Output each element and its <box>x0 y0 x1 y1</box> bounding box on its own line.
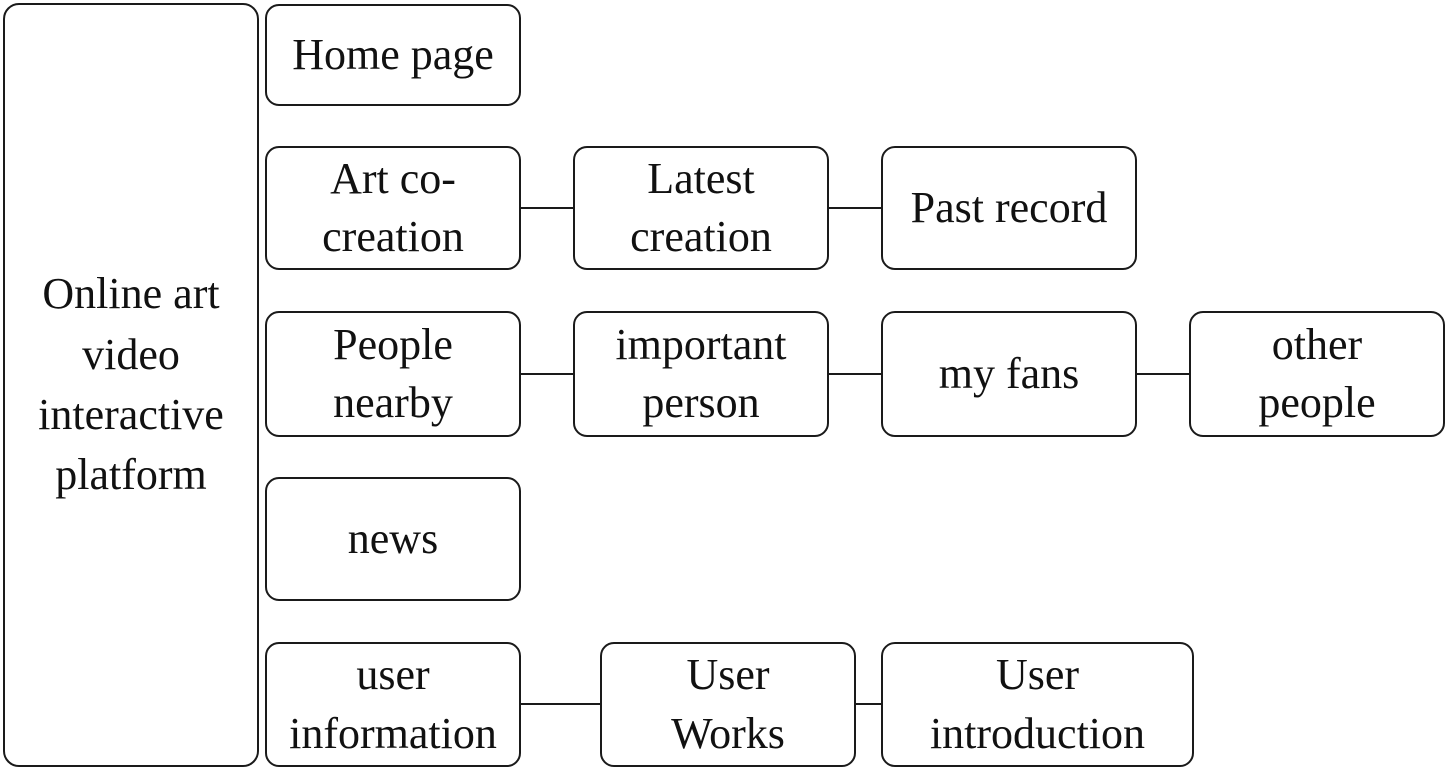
node-user-works-line-2: Works <box>671 708 785 758</box>
root-label-line-2: video <box>82 329 180 379</box>
node-other-people-line-1: other <box>1271 319 1363 369</box>
node-home-page-line-1: Home page <box>292 29 494 79</box>
node-people-nearby-label: People nearby <box>333 316 453 432</box>
node-user-information: user information <box>265 642 521 767</box>
node-my-fans-line-1: my fans <box>938 348 1080 398</box>
node-user-introduction: User introduction <box>881 642 1194 767</box>
node-home-page-label: Home page <box>292 26 494 84</box>
node-important-person-line-1: important <box>615 319 787 369</box>
node-latest-creation: Latest creation <box>573 146 829 270</box>
node-latest-creation-line-2: creation <box>630 212 772 261</box>
node-past-record-line-1: Past record <box>910 182 1108 232</box>
node-art-co-creation-label: Art co- creation <box>322 150 464 266</box>
node-user-works-line-1: User <box>686 650 770 700</box>
root-label-line-3: interactive <box>38 390 224 439</box>
root-node-platform: Online art video interactive platform <box>3 3 259 767</box>
node-user-works-label: User Works <box>671 646 785 762</box>
node-latest-creation-label: Latest creation <box>630 150 772 266</box>
node-news: news <box>265 477 521 601</box>
node-my-fans-label: my fans <box>939 345 1080 403</box>
node-other-people-line-2: people <box>1258 378 1376 427</box>
node-important-person-label: important person <box>615 316 786 432</box>
node-art-co-creation-line-2: creation <box>322 212 464 261</box>
node-news-line-1: news <box>347 513 439 563</box>
node-important-person-line-2: person <box>642 378 760 427</box>
node-past-record: Past record <box>881 146 1137 270</box>
node-my-fans: my fans <box>881 311 1137 437</box>
node-latest-creation-line-1: Latest <box>647 153 755 203</box>
node-user-information-line-2: information <box>289 708 497 758</box>
node-past-record-label: Past record <box>911 179 1108 237</box>
node-user-introduction-label: User introduction <box>930 646 1145 762</box>
node-other-people-label: other people <box>1258 316 1375 432</box>
node-user-information-line-1: user <box>356 650 430 700</box>
node-user-introduction-line-1: User <box>995 650 1080 700</box>
root-label-line-4: platform <box>55 450 207 500</box>
root-node-label: Online art video interactive platform <box>38 264 224 505</box>
node-user-works: User Works <box>600 642 856 767</box>
node-home-page: Home page <box>265 4 521 106</box>
node-art-co-creation: Art co- creation <box>265 146 521 270</box>
node-people-nearby-line-2: nearby <box>333 378 453 427</box>
root-label-line-1: Online art <box>42 269 220 319</box>
node-user-introduction-line-2: introduction <box>929 708 1146 758</box>
node-people-nearby: People nearby <box>265 311 521 437</box>
node-people-nearby-line-1: People <box>333 319 453 369</box>
node-art-co-creation-line-1: Art co- <box>330 153 456 203</box>
node-other-people: other people <box>1189 311 1445 437</box>
node-news-label: news <box>348 510 438 568</box>
node-important-person: important person <box>573 311 829 437</box>
node-user-information-label: user information <box>289 646 497 762</box>
